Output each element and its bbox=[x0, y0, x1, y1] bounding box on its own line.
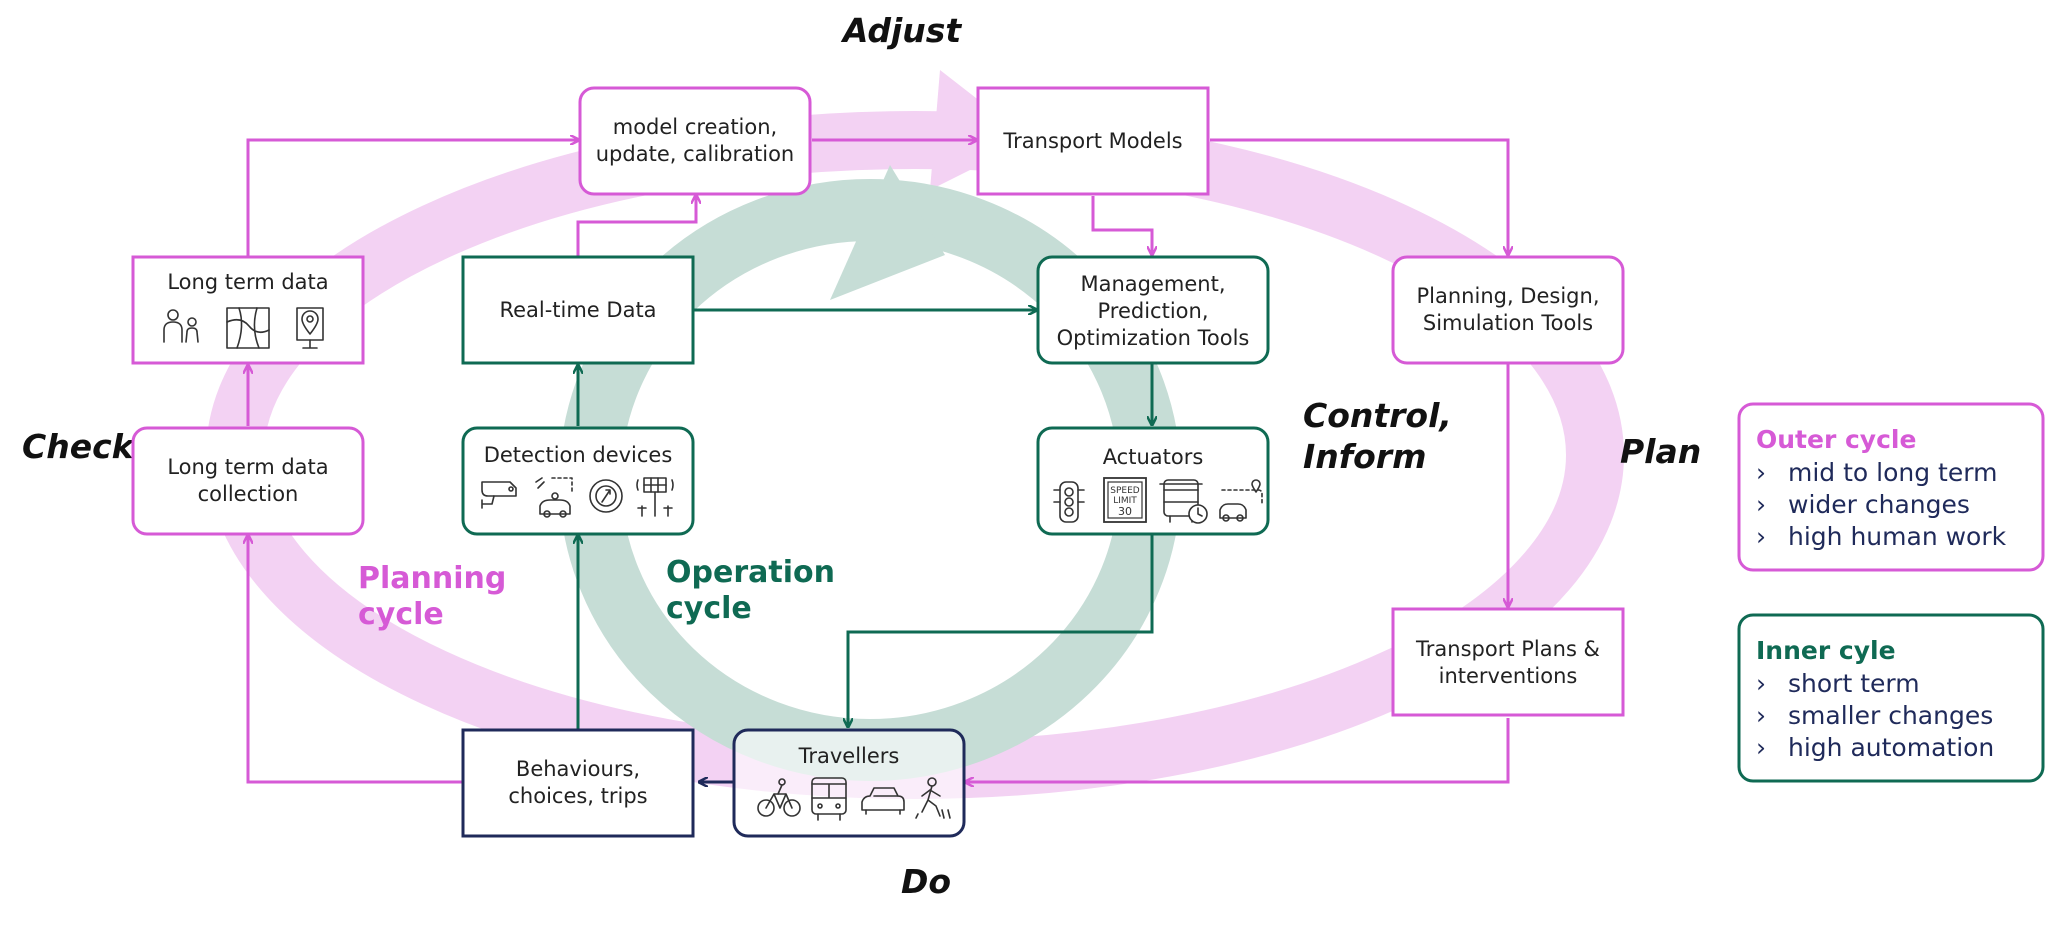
box-realtime-data: Real-time Data bbox=[461, 255, 695, 365]
box-management-line2: Prediction, bbox=[1098, 299, 1209, 323]
phase-do: Do bbox=[901, 862, 951, 901]
box-realtime-data-label: Real-time Data bbox=[499, 298, 656, 322]
legend-inner-item-3: high automation bbox=[1788, 733, 1994, 762]
box-long-term-data-collection: Long term data collection bbox=[131, 426, 365, 536]
traffic-light-icon bbox=[1053, 481, 1085, 523]
box-behaviours-line1: Behaviours, bbox=[516, 757, 640, 781]
legend-outer-title: Outer cycle bbox=[1756, 425, 1916, 454]
box-transport-plans: Transport Plans & interventions bbox=[1391, 607, 1625, 717]
phase-plan: Plan bbox=[1620, 432, 1701, 471]
bus-icon bbox=[811, 777, 847, 821]
box-model-creation-line1: model creation, bbox=[613, 115, 777, 139]
box-detection-devices: Detection devices bbox=[461, 426, 695, 536]
phase-control-inform-line2: Inform bbox=[1303, 437, 1426, 476]
legend-inner-cycle: Inner cyle › short term › smaller change… bbox=[1737, 613, 2045, 783]
operation-cycle-label-line2: cycle bbox=[666, 591, 752, 626]
legend-inner-item-1: short term bbox=[1788, 669, 1920, 698]
operation-cycle-label-line1: Operation bbox=[666, 555, 835, 590]
legend-outer-bullet-1: › bbox=[1756, 458, 1766, 487]
bicycle-icon bbox=[757, 778, 801, 817]
phase-adjust: Adjust bbox=[840, 11, 963, 50]
pedestrian-icon bbox=[915, 777, 951, 819]
speed-sign-line2: LIMIT bbox=[1113, 496, 1137, 506]
legend-outer-item-2: wider changes bbox=[1788, 490, 1970, 519]
box-long-term-collection-line1: Long term data bbox=[167, 455, 328, 479]
box-model-creation-line2: update, calibration bbox=[596, 142, 795, 166]
legend-inner-bullet-3: › bbox=[1756, 733, 1766, 762]
box-management-line1: Management, bbox=[1080, 272, 1225, 296]
location-pin-icon bbox=[296, 307, 324, 349]
box-planning-tools-line2: Simulation Tools bbox=[1423, 311, 1593, 335]
legend-outer-bullet-3: › bbox=[1756, 522, 1766, 551]
box-long-term-collection-line2: collection bbox=[198, 482, 299, 506]
legend-outer-bullet-2: › bbox=[1756, 490, 1766, 519]
legend-outer-item-3: high human work bbox=[1788, 522, 2007, 551]
box-long-term-data: Long term data bbox=[131, 255, 365, 365]
box-actuators: Actuators SPEED LIMIT 30 bbox=[1036, 426, 1270, 536]
legend-outer-item-1: mid to long term bbox=[1788, 458, 1997, 487]
bus-schedule-icon bbox=[1159, 479, 1208, 524]
box-travellers: Travellers bbox=[732, 728, 966, 838]
box-transport-models-label: Transport Models bbox=[1002, 129, 1182, 153]
legend-inner-bullet-1: › bbox=[1756, 669, 1766, 698]
box-behaviours: Behaviours, choices, trips bbox=[461, 728, 695, 838]
planning-cycle-label-line1: Planning bbox=[358, 561, 506, 596]
map-icon bbox=[226, 307, 270, 349]
speed-limit-sign-icon: SPEED LIMIT 30 bbox=[1103, 477, 1147, 523]
sensor-icon bbox=[589, 479, 623, 513]
box-long-term-data-label: Long term data bbox=[167, 270, 328, 294]
box-travellers-label: Travellers bbox=[798, 744, 900, 768]
box-transport-plans-line1: Transport Plans & bbox=[1415, 637, 1600, 661]
speed-sign-line3: 30 bbox=[1118, 505, 1132, 518]
phase-check: Check bbox=[22, 427, 136, 466]
legend-outer-cycle: Outer cycle › mid to long term › wider c… bbox=[1737, 402, 2045, 572]
camera-icon bbox=[481, 481, 517, 509]
connectors bbox=[248, 140, 1508, 782]
legend-inner-bullet-2: › bbox=[1756, 701, 1766, 730]
solar-sensor-icon bbox=[636, 477, 674, 517]
box-management-line3: Optimization Tools bbox=[1057, 326, 1250, 350]
connected-car-icon bbox=[535, 477, 573, 518]
phase-control-inform-line1: Control, bbox=[1303, 396, 1452, 435]
car-route-icon bbox=[1219, 479, 1263, 522]
car-icon bbox=[861, 787, 905, 815]
box-planning-tools: Planning, Design, Simulation Tools bbox=[1391, 255, 1625, 365]
planning-cycle-label-line2: cycle bbox=[358, 597, 444, 632]
box-detection-devices-label: Detection devices bbox=[484, 443, 673, 467]
speed-sign-line1: SPEED bbox=[1110, 486, 1140, 496]
box-management-tools: Management, Prediction, Optimization Too… bbox=[1036, 255, 1270, 365]
box-behaviours-line2: choices, trips bbox=[508, 784, 647, 808]
box-planning-tools-line1: Planning, Design, bbox=[1417, 284, 1600, 308]
legend-inner-title: Inner cyle bbox=[1756, 636, 1896, 665]
legend-inner-item-2: smaller changes bbox=[1788, 701, 1993, 730]
box-transport-plans-line2: interventions bbox=[1439, 664, 1578, 688]
people-icon bbox=[163, 309, 199, 343]
box-actuators-label: Actuators bbox=[1103, 445, 1204, 469]
box-transport-models: Transport Models bbox=[976, 86, 1210, 196]
box-model-creation: model creation, update, calibration bbox=[578, 86, 812, 196]
